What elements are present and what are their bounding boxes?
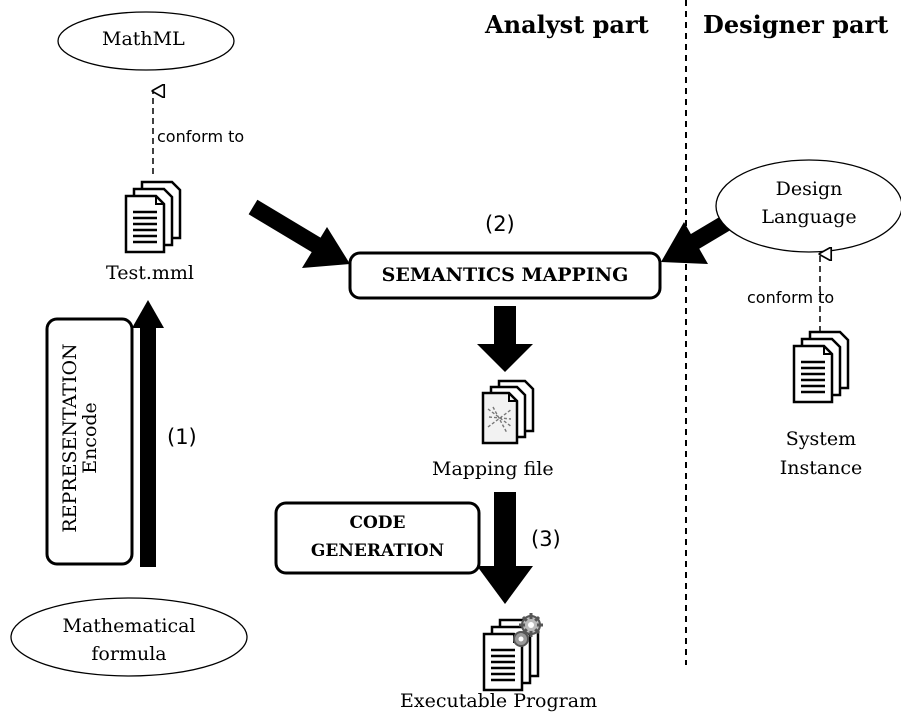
arrow-encode-up: [132, 300, 164, 567]
representation-box: [45, 317, 134, 566]
design-language-line2: Language: [761, 206, 857, 228]
design-language-ellipse: [715, 159, 901, 253]
gear-icon: [513, 613, 543, 647]
conform-to-right-label: conform to: [747, 288, 835, 307]
mapping-file-icon: [481, 379, 535, 445]
formula-line1: Mathematical: [62, 615, 196, 637]
arrow-test-to-mapping: [248, 199, 350, 268]
test-file-label: Test.mml: [106, 262, 194, 284]
mathml-label: MathML: [102, 28, 185, 50]
encode-label: Encode: [79, 402, 101, 474]
system-line2: Instance: [779, 457, 863, 479]
step-2-label: (2): [485, 212, 515, 236]
test-document-icon: [124, 180, 182, 254]
code-generation-box: [274, 501, 481, 575]
step-1-label: (1): [167, 425, 197, 449]
conform-to-left-label: conform to: [157, 127, 245, 146]
formula-ellipse: [10, 597, 248, 677]
formula-line2: formula: [91, 643, 167, 665]
mathml-ellipse: [57, 11, 235, 71]
mapping-file-label: Mapping file: [432, 458, 554, 480]
arrow-file-to-executable: [477, 492, 533, 604]
analyst-part-heading: Analyst part: [485, 10, 649, 39]
executable-label: Executable Program: [400, 690, 598, 712]
arrow-mapping-to-file: [477, 306, 533, 372]
system-line1: System: [785, 428, 857, 450]
representation-label: REPRESENTATION: [59, 343, 81, 533]
semantics-mapping-label: SEMANTICS MAPPING: [381, 264, 629, 286]
semantics-mapping-box: [348, 251, 662, 300]
code-generation-line2: GENERATION: [310, 541, 445, 561]
designer-part-heading: Designer part: [703, 10, 889, 39]
system-document-icon: [792, 330, 850, 404]
step-3-label: (3): [531, 527, 561, 551]
code-generation-line1: CODE: [349, 513, 406, 533]
design-language-line1: Design: [775, 178, 843, 200]
